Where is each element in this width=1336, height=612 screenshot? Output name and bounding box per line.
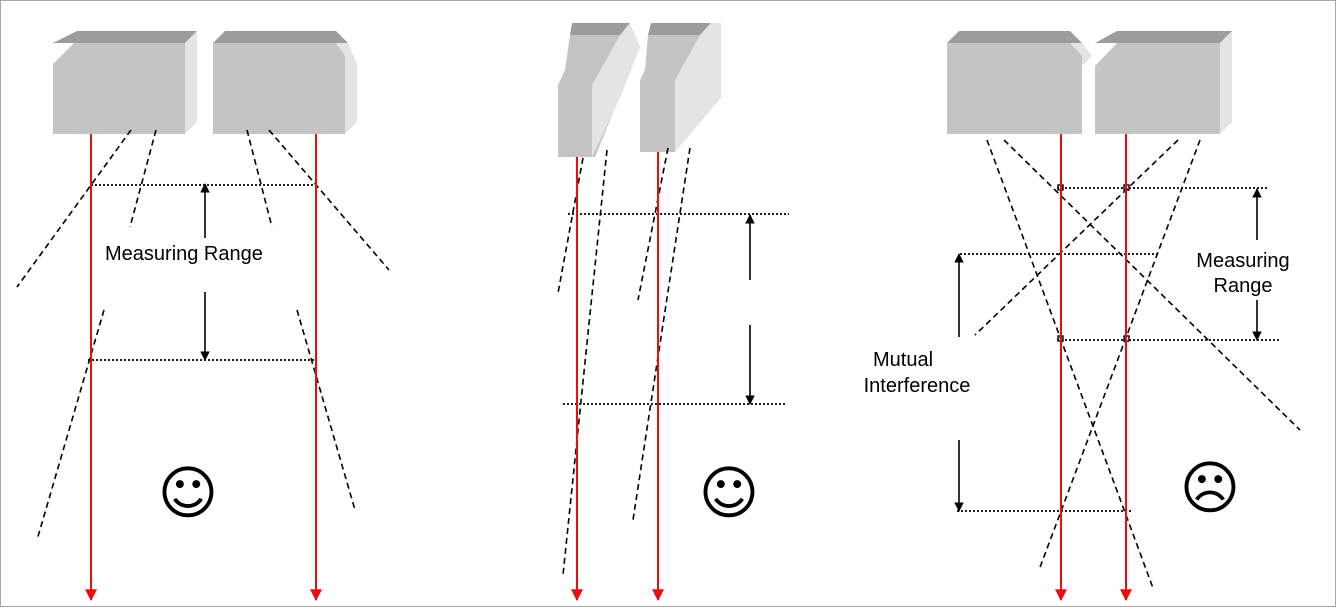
sensor-left — [558, 23, 640, 157]
measuring-range-label-line2: Range — [1214, 275, 1273, 297]
receiver-field-lines — [16, 129, 390, 541]
sensor-right — [1095, 31, 1232, 134]
smiley-happy-icon: ☺ — [699, 459, 759, 527]
measuring-range-label-line1: Measuring — [1196, 250, 1289, 272]
mutual-interference-label-line2: Interference — [864, 375, 971, 397]
sensor-right — [213, 31, 357, 134]
panel-1-side-by-side: Measuring Range — [16, 31, 390, 541]
smiley-happy-icon: ☺ — [158, 459, 218, 527]
beam-crossing-markers — [1057, 184, 1130, 342]
sensor-left — [53, 31, 197, 134]
panel-2-staggered — [557, 23, 789, 576]
laser-beams — [85, 134, 1132, 602]
receiver-field-lines — [557, 147, 691, 576]
receiver-field-lines — [974, 139, 1301, 589]
mutual-interference-label-line1: Mutual — [873, 349, 933, 371]
sensor-left — [947, 31, 1092, 134]
smiley-sad-icon: ☹ — [1180, 454, 1240, 522]
sensor-right — [640, 23, 721, 152]
panel-3-crossed-beams: Measuring Range Mutual Interference — [864, 31, 1301, 589]
range-limit-lines — [88, 184, 318, 361]
measuring-range-label: Measuring Range — [105, 243, 263, 265]
